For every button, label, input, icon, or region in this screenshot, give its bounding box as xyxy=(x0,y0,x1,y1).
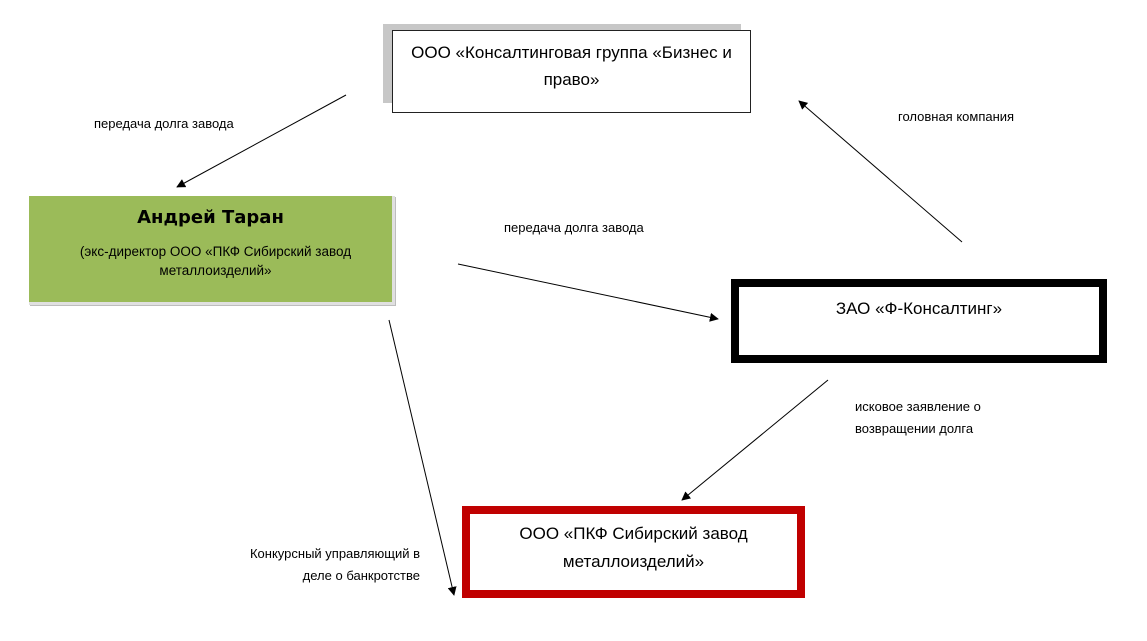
edge-label-debt-transfer-2: передача долга завода xyxy=(504,220,644,235)
node-andrey-taran: Андрей Таран (экс-директор ООО «ПКФ Сиби… xyxy=(29,196,395,305)
edge-label-debt-transfer-1: передача долга завода xyxy=(94,116,234,131)
edge-label-parent-company: головная компания xyxy=(898,109,1015,124)
edge-label-lawsuit: исковое заявление о возвращении долга xyxy=(855,399,981,436)
taran-name: Андрей Таран xyxy=(137,207,284,228)
f-consulting-label: ЗАО «Ф-Консалтинг» xyxy=(835,299,1003,318)
node-pkf-plant: ООО «ПКФ Сибирский завод металлоизделий» xyxy=(462,506,805,598)
taran-role: (экс-директор ООО «ПКФ Сибирский завод м… xyxy=(79,244,352,278)
arrow-f-consulting-to-pkf xyxy=(681,379,829,501)
node-consulting-group: ООО «Консалтинговая группа «Бизнес и пра… xyxy=(392,30,751,113)
arrow-consulting-to-taran xyxy=(176,94,347,188)
node-f-consulting: ЗАО «Ф-Консалтинг» xyxy=(731,279,1107,363)
pkf-plant-label: ООО «ПКФ Сибирский завод металлоизделий» xyxy=(519,524,748,571)
edge-label-bankruptcy-manager: Конкурсный управляющий в деле о банкротс… xyxy=(249,546,420,583)
consulting-group-label: ООО «Консалтинговая группа «Бизнес и пра… xyxy=(411,43,732,89)
arrow-taran-to-f-consulting xyxy=(457,263,719,322)
